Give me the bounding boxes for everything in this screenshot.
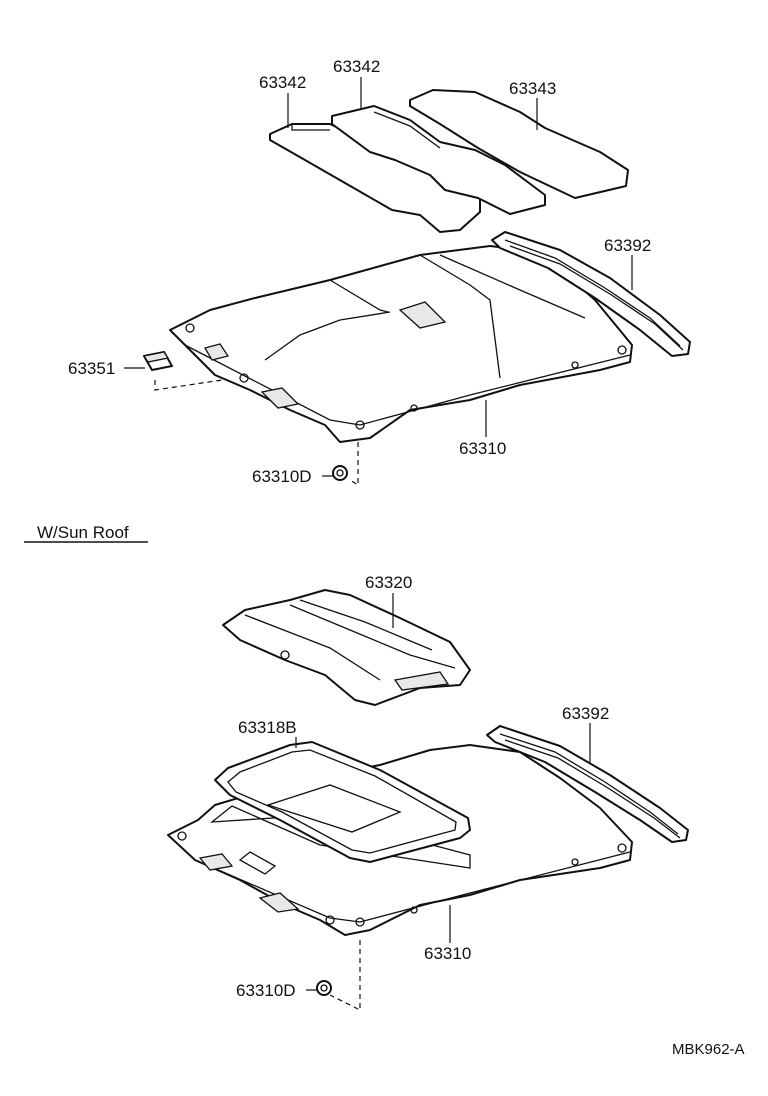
label-63310-top: 63310 [459, 439, 506, 458]
label-63343: 63343 [509, 79, 556, 98]
fastener-63310D-bottom [316, 980, 332, 996]
label-63392-bottom: 63392 [562, 704, 609, 723]
leader-lines-bottom [295, 593, 591, 1011]
pad-63343 [409, 89, 629, 199]
sunshade-63320 [222, 589, 471, 706]
label-63351: 63351 [68, 359, 115, 378]
section-title: W/Sun Roof [37, 523, 129, 542]
label-63320: 63320 [365, 573, 412, 592]
leader-lines-top [124, 77, 633, 487]
pad-63342-right [331, 105, 546, 215]
rail-63392-top [491, 231, 691, 357]
label-63310D-top: 63310D [252, 467, 312, 486]
label-63392-top: 63392 [604, 236, 651, 255]
label-63342-right: 63342 [333, 57, 380, 76]
fastener-63310D-top [332, 465, 348, 481]
frame-63318B [214, 741, 471, 863]
label-63310-bottom: 63310 [424, 944, 471, 963]
label-63318B: 63318B [238, 718, 297, 737]
headliner-63310-top [169, 245, 633, 443]
figure-code: MBK962-A [672, 1041, 745, 1058]
label-63342-left: 63342 [259, 73, 306, 92]
rail-63392-bottom [486, 725, 689, 843]
label-63310D-bottom: 63310D [236, 981, 296, 1000]
clip-63351 [142, 351, 173, 371]
